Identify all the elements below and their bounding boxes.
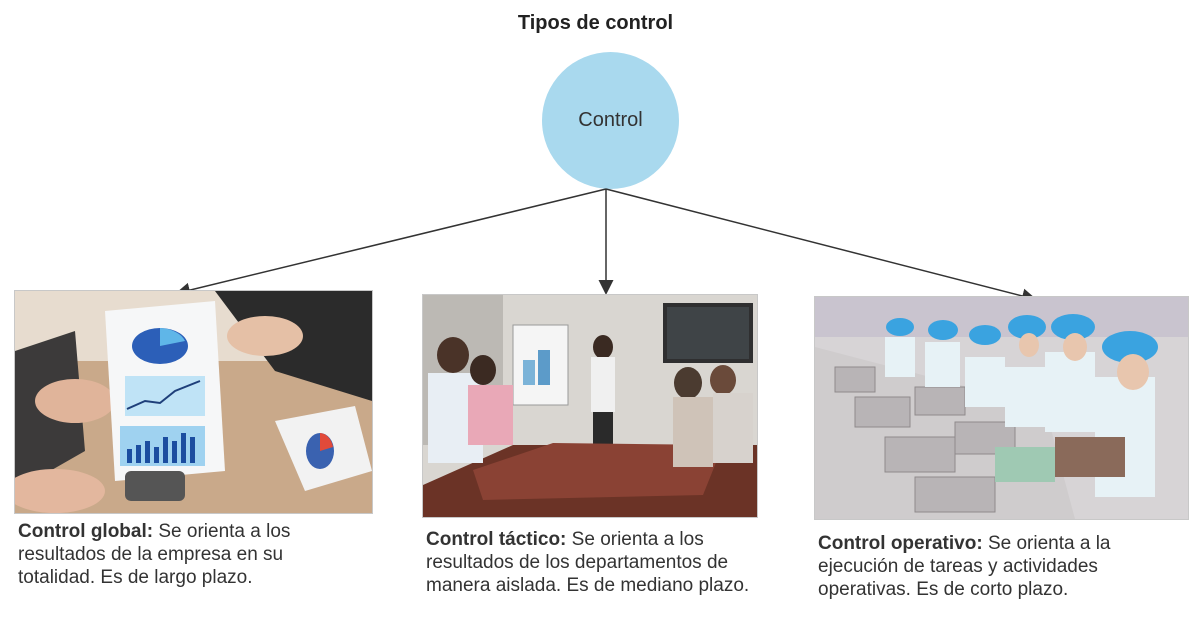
- arrow-to-global: [175, 188, 607, 298]
- description-operativo: Se orienta a la ejecución de tareas y ac…: [818, 533, 1111, 600]
- description-global: Se orienta a los resultados de la empres…: [18, 521, 291, 588]
- diagram-title: Tipos de control: [517, 12, 674, 34]
- caption-global: Control global: Se orienta a los resulta…: [18, 520, 363, 589]
- meeting-room-photo: [422, 294, 758, 518]
- factory-workers-photo: [814, 296, 1189, 520]
- term-global: Control global:: [18, 521, 154, 542]
- term-tactico: Control táctico:: [426, 529, 567, 550]
- business-charts-photo: [14, 290, 373, 514]
- arrow-to-operativo: [605, 188, 1037, 304]
- caption-tactico: Control táctico: Se orienta a los result…: [426, 528, 756, 597]
- description-tactico: Se orienta a los resultados de los depar…: [426, 529, 750, 596]
- term-operativo: Control operativo:: [818, 533, 983, 554]
- caption-operativo: Control operativo: Se orienta a la ejecu…: [818, 532, 1186, 601]
- root-node-label: Control: [578, 109, 643, 131]
- root-node: Control: [542, 52, 679, 189]
